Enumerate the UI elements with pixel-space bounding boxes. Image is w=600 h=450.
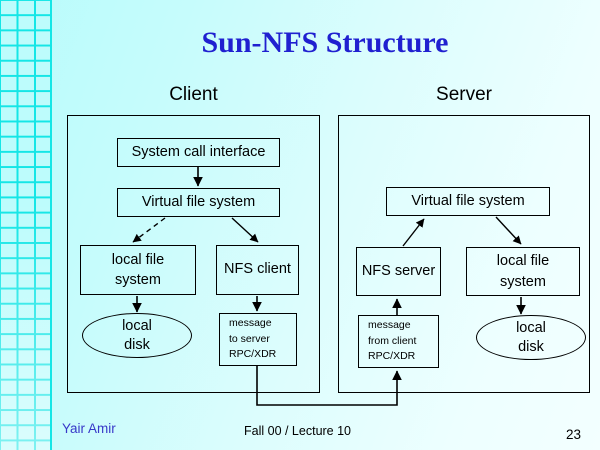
node-label: Virtual file system [411, 192, 525, 209]
node-client-local-file-system: local file system [80, 245, 196, 295]
footer-author: Yair Amir [62, 421, 116, 436]
node-system-call-interface: System call interface [117, 138, 280, 167]
section-caption-server: Server [436, 84, 492, 105]
node-server-virtual-file-system: Virtual file system [386, 187, 550, 216]
grid-fade-overlay [0, 0, 52, 450]
node-label-line1: local file [496, 253, 550, 270]
msg-line2: from client [368, 334, 417, 347]
node-server-local-file-system: local file system [466, 247, 580, 296]
client-group-frame [67, 115, 320, 393]
page-title: Sun-NFS Structure [201, 26, 449, 59]
node-label-line2: system [500, 273, 546, 290]
node-label-line1: local [516, 319, 546, 336]
node-label: NFS server [361, 262, 436, 279]
msg-line1: message [229, 316, 272, 329]
msg-line3: RPC/XDR [229, 348, 277, 361]
node-nfs-client: NFS client [216, 245, 299, 295]
node-server-local-disk: local disk [476, 315, 586, 360]
grid-right-edge [50, 0, 52, 450]
node-client-virtual-file-system: Virtual file system [117, 188, 280, 217]
node-client-message-to-server: message to server RPC/XDR [219, 313, 297, 366]
node-client-local-disk: local disk [82, 313, 192, 358]
node-label-line1: local file [111, 251, 165, 268]
node-label: NFS client [224, 261, 291, 278]
msg-line3: RPC/XDR [368, 350, 416, 363]
footer-lecture: Fall 00 / Lecture 10 [244, 424, 352, 438]
node-label-line2: system [115, 272, 161, 288]
server-group-frame [338, 115, 590, 393]
node-server-message-from-client: message from client RPC/XDR [358, 315, 439, 368]
footer-page-number: 23 [566, 427, 582, 442]
node-label-line2: disk [124, 336, 150, 353]
msg-line1: message [368, 318, 411, 331]
node-nfs-server: NFS server [356, 247, 441, 296]
msg-line2: to server [229, 332, 270, 345]
decorative-grid [0, 0, 52, 450]
section-caption-client: Client [169, 84, 218, 105]
node-label: Virtual file system [141, 193, 256, 210]
node-label: System call interface [131, 143, 266, 160]
node-label-line1: local [122, 317, 152, 334]
node-label-line2: disk [518, 338, 544, 355]
